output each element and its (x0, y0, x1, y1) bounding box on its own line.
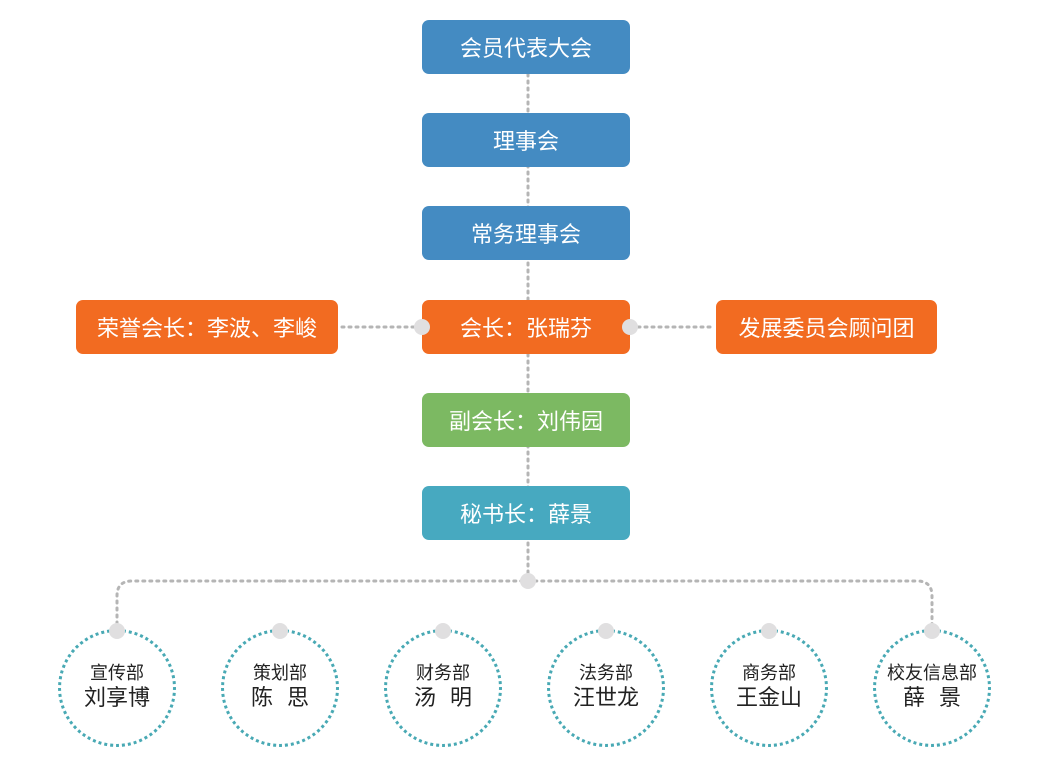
connector-dot (109, 623, 125, 639)
dept-head: 薛 景 (903, 686, 961, 711)
node-secretary-general: 秘书长：薛景 (422, 486, 630, 540)
dept-circle-legal: 法务部 汪世龙 (547, 629, 665, 747)
connector-dot (924, 623, 940, 639)
dept-circle-business: 商务部 王金山 (710, 629, 828, 747)
node-standing-council: 常务理事会 (422, 206, 630, 260)
node-honorary-president: 荣誉会长：李波、李峻 (76, 300, 338, 354)
connector-dot (520, 573, 536, 589)
connector-dot (598, 623, 614, 639)
node-council: 理事会 (422, 113, 630, 167)
node-president: 会长：张瑞芬 (422, 300, 630, 354)
dept-name: 商务部 (742, 663, 796, 684)
dept-head: 王金山 (735, 686, 802, 711)
node-member-congress: 会员代表大会 (422, 20, 630, 74)
dept-name: 策划部 (253, 663, 307, 684)
dept-name: 法务部 (579, 663, 633, 684)
dept-head: 汪世龙 (572, 686, 639, 711)
dept-head: 汤 明 (414, 686, 472, 711)
dept-circle-finance: 财务部 汤 明 (384, 629, 502, 747)
dept-circle-planning: 策划部 陈 思 (221, 629, 339, 747)
dept-name: 宣传部 (90, 663, 144, 684)
dept-head: 陈 思 (251, 686, 309, 711)
node-vice-president: 副会长：刘伟园 (422, 393, 630, 447)
connector-dot (761, 623, 777, 639)
node-advisory-group: 发展委员会顾问团 (716, 300, 937, 354)
connector-dot (435, 623, 451, 639)
dept-circle-alumni-info: 校友信息部 薛 景 (873, 629, 991, 747)
dept-name: 校友信息部 (887, 663, 977, 684)
connector-dot (622, 319, 638, 335)
dept-head: 刘享博 (83, 686, 150, 711)
connector-dot (414, 319, 430, 335)
dept-name: 财务部 (416, 663, 470, 684)
dept-circle-publicity: 宣传部 刘享博 (58, 629, 176, 747)
connector-dot (272, 623, 288, 639)
